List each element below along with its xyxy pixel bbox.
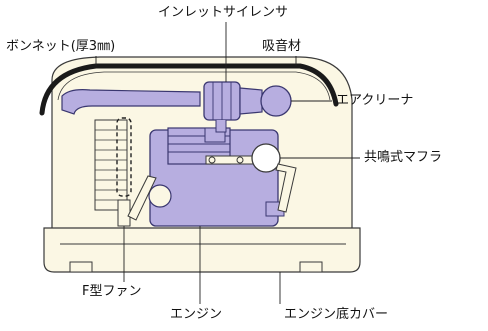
- fan-hub: [117, 199, 131, 227]
- fan-rotor-dashed: [116, 117, 132, 197]
- engine-starter: [148, 184, 172, 208]
- air-cleaner-tube: [239, 87, 263, 115]
- label-bonnet: ボンネット(厚3㎜): [6, 39, 116, 54]
- fan-frame: [94, 119, 128, 211]
- inlet-silencer-ribs: [212, 82, 232, 120]
- muffler-pipe-joint-1: [208, 156, 216, 164]
- label-air-cleaner: エアクリーナ: [336, 93, 414, 108]
- label-f-fan: F型ファン: [82, 284, 142, 299]
- muffler-pipe-joint-2: [236, 156, 244, 164]
- label-engine-bottom-cover: エンジン底カバー: [284, 307, 389, 322]
- resonance-muffler-body: [251, 143, 281, 173]
- fan-linkage: [127, 175, 157, 221]
- label-sound-absorber: 吸音材: [262, 39, 302, 54]
- fan-fins: [95, 129, 127, 201]
- silencer-to-engine-pipe: [215, 120, 227, 133]
- intake-pipe: [61, 89, 201, 115]
- bonnet-inner-line: [57, 71, 331, 101]
- air-cleaner-body: [260, 85, 292, 117]
- label-inlet-silencer: インレットサイレンサ: [158, 5, 289, 20]
- foot-right: [299, 261, 323, 273]
- muffler-exhaust-pipe: [275, 163, 297, 213]
- label-engine: エンジン: [170, 307, 223, 322]
- label-resonance-muffler: 共鳴式マフラ: [364, 150, 443, 165]
- sound-absorber-band: [39, 63, 339, 116]
- leader-lines: [95, 22, 360, 304]
- foot-left: [69, 261, 93, 273]
- engine-bottom-cover: [43, 227, 361, 273]
